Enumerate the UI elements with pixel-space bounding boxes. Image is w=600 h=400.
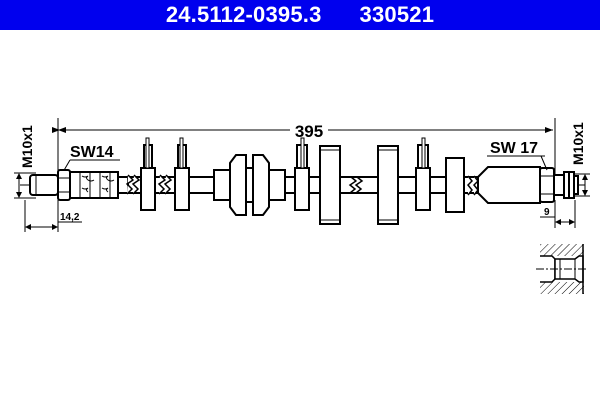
left-length-dimension: 14,2 xyxy=(24,200,82,232)
right-fitting xyxy=(477,166,579,204)
right-wrench-size-label: SW 17 xyxy=(490,140,538,157)
clip-bracket xyxy=(294,137,310,211)
left-thread-label: M10x1 xyxy=(19,125,35,168)
left-wrench-size-label: SW14 xyxy=(70,144,114,161)
left-thread-dimension: M10x1 xyxy=(14,125,36,199)
overall-length-dimension: 395 xyxy=(52,118,556,178)
port-section-detail xyxy=(536,244,586,294)
left-fitting xyxy=(29,169,129,201)
break-marks xyxy=(125,174,480,196)
grommet xyxy=(213,154,286,216)
grommet xyxy=(445,157,465,213)
title-bar: 24.5112-0395.3 330521 xyxy=(0,0,600,30)
right-length-label: 9 xyxy=(544,207,550,218)
clip-bracket xyxy=(140,137,156,211)
left-length-label: 14,2 xyxy=(60,212,80,223)
reference-number: 330521 xyxy=(359,2,435,27)
article-number: 24.5112-0395.3 xyxy=(165,2,322,27)
right-thread-dimension: M10x1 xyxy=(570,122,590,197)
right-length-dimension: 9 xyxy=(540,200,576,228)
overall-length-label: 395 xyxy=(295,122,323,141)
bushing xyxy=(319,145,341,225)
bushing xyxy=(377,145,399,225)
clip-bracket xyxy=(415,137,431,211)
clip-bracket xyxy=(174,137,190,211)
right-thread-label: M10x1 xyxy=(570,122,586,165)
